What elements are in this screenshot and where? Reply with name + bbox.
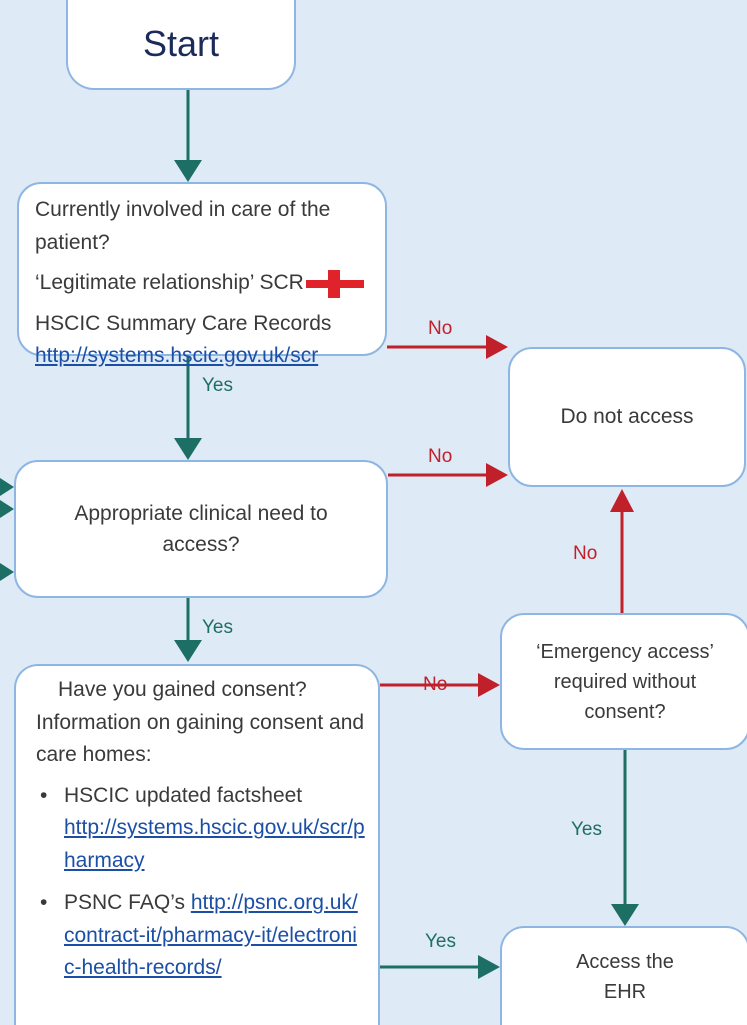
edge-label-yes: Yes (425, 931, 456, 952)
arrowhead-left-1 (0, 478, 14, 496)
arrowhead-emergency-no (610, 489, 634, 512)
start-label: Start (142, 23, 220, 64)
ehr-line-1: Access the (576, 950, 674, 973)
legitimate-relationship-text: ‘Legitimate relationship’ SCR (35, 271, 304, 295)
arrowhead-left-3 (0, 563, 14, 581)
factsheet-text: HSCIC updated factsheet (64, 783, 303, 807)
arrowhead-involved-to-clinical (174, 438, 202, 460)
consent-info: Information on gaining consent and care … (36, 710, 365, 767)
do-not-access-label: Do not access (560, 405, 694, 428)
ehr-line-2: EHR (603, 980, 647, 1003)
start-node: Start (66, 0, 296, 90)
bullet-icon: • (40, 891, 48, 915)
emergency-line-3: consent? (584, 700, 666, 723)
arrowhead-start-to-involved (174, 160, 202, 182)
edge-label-yes: Yes (571, 819, 602, 840)
arrowhead-left-2 (0, 500, 14, 518)
psnc-faq-text: PSNC FAQ’s (64, 891, 185, 915)
edge-label-no: No (428, 446, 453, 467)
bullet-icon: • (40, 783, 48, 807)
factsheet-link[interactable]: http://systems.hscic.gov.uk/scr/pharmacy (64, 816, 365, 872)
emergency-access-node: ‘Emergency access’ required without cons… (500, 613, 747, 750)
arrowhead-consent-no (478, 673, 500, 697)
emergency-line-1: ‘Emergency access’ (536, 640, 714, 663)
involved-question: Currently involved in care of the patien… (35, 198, 331, 254)
legitimate-relationship-line: ‘Legitimate relationship’ SCR (35, 267, 375, 300)
edge-label-no: No (423, 674, 448, 695)
edge-label-no: No (428, 318, 453, 339)
clinical-question: Appropriate clinical need to access? (74, 501, 328, 557)
edge-label-yes: Yes (202, 375, 233, 396)
arrowhead-emergency-yes (611, 904, 639, 926)
red-cross-icon (305, 269, 364, 298)
do-not-access-node: Do not access (508, 347, 746, 487)
consent-resource-list: • HSCIC updated factsheet http://systems… (36, 780, 366, 985)
consent-node: Have you gained consent? Information on … (14, 664, 380, 1025)
consent-question: Have you gained consent? (58, 678, 307, 701)
arrowhead-involved-no (486, 335, 508, 359)
scr-link[interactable]: http://systems.hscic.gov.uk/scr (35, 344, 319, 368)
psnc-link[interactable]: http://psnc.org.uk/contract-it/pharmacy-… (64, 891, 358, 980)
edge-label-no: No (573, 543, 598, 564)
list-item: • PSNC FAQ’s http://psnc.org.uk/contract… (36, 887, 366, 985)
arrowhead-clinical-to-consent (174, 640, 202, 662)
arrowhead-clinical-no (486, 463, 508, 487)
edge-label-yes: Yes (202, 617, 233, 638)
access-ehr-node: Access the EHR (500, 926, 747, 1025)
list-item: • HSCIC updated factsheet http://systems… (36, 780, 366, 878)
arrowhead-consent-yes (478, 955, 500, 979)
clinical-need-node: Appropriate clinical need to access? (14, 460, 388, 598)
hscic-text: HSCIC Summary Care Records (35, 311, 332, 335)
emergency-line-2: required without (553, 670, 697, 693)
involved-in-care-node: Currently involved in care of the patien… (17, 182, 387, 367)
